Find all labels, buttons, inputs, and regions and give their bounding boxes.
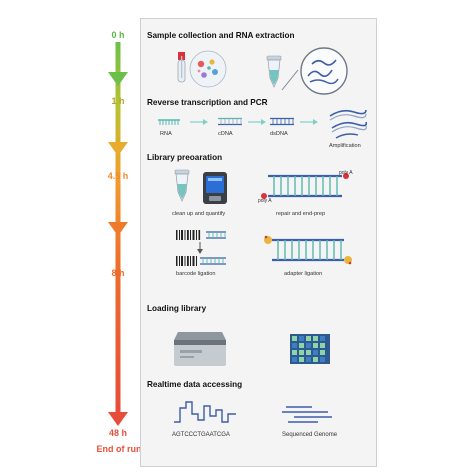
caption-dsdna: dsDNA [270, 131, 288, 137]
section-title-realtime: Realtime data accessing [147, 380, 243, 389]
section-title-rt-pcr: Reverse transcription and PCR [147, 98, 268, 107]
barcode-dna-icon [206, 231, 226, 239]
time-end-of-run: End of run [96, 444, 142, 454]
caption-rna: RNA [160, 131, 172, 137]
tube-cleanup-icon [174, 169, 190, 202]
swab-tube-icon [177, 52, 186, 83]
rna-strand-icon [158, 119, 180, 125]
time-8h: 8 h [111, 268, 125, 278]
time-0h: 0 h [111, 30, 125, 40]
workflow-panel [140, 18, 377, 467]
caption-adapter-ligation: adapter ligation [284, 271, 323, 277]
section-title-loading: Loading library [147, 304, 207, 313]
arrow-cdna-dsdna-icon [248, 119, 266, 125]
repair-dna-ladder-icon [261, 173, 349, 199]
dsdna-strand-icon [270, 117, 294, 126]
sequencer-device-icon [174, 332, 226, 366]
time-1h: 1 h [111, 96, 125, 106]
nanopore-signal-icon [174, 401, 236, 423]
timeline-head-1 [108, 72, 128, 86]
caption-cleanup: clean up and quantify [172, 211, 226, 217]
qubit-device-icon [203, 172, 227, 204]
cdna-strand-icon [218, 117, 242, 126]
arrow-down-icon [197, 242, 203, 254]
barcoded-dna-icon [176, 256, 226, 266]
time-4-5h: 4.5 h [107, 171, 129, 181]
amplified-dna-icon [329, 109, 368, 139]
petri-dish-icon [189, 50, 227, 88]
section-title-sample: Sample collection and RNA extraction [147, 31, 295, 40]
caption-barcode-ligation: barcode ligation [176, 271, 216, 277]
arrow-dsdna-amplification-icon [300, 119, 318, 125]
flow-cell-grid-icon [290, 334, 330, 364]
caption-repair: repair and end-prep [276, 211, 326, 217]
caption-polya-left: poly A [258, 198, 272, 204]
magnifier-rna-icon [281, 47, 348, 95]
section-title-library: Library preoaration [147, 153, 223, 162]
timeline-head-4 [108, 412, 128, 426]
arrow-rna-cdna-icon [190, 119, 208, 125]
timeline-arrow [108, 42, 128, 426]
timeline-head-3 [108, 222, 128, 236]
timeline-head-2 [108, 142, 128, 156]
adapter-dna-ladder-icon [264, 235, 352, 265]
caption-cdna: cDNA [218, 131, 233, 137]
time-48h: 48 h [108, 428, 127, 438]
barcode-icon [176, 230, 201, 240]
caption-polya-top: poly A [339, 170, 353, 176]
caption-sequence: AGTCCCTGAATCGA [172, 432, 230, 438]
caption-amplification: Amplification [329, 143, 361, 149]
microcentrifuge-tube-icon [266, 55, 282, 88]
caption-sequenced-genome: Sequenced Genome [282, 432, 338, 438]
sequenced-genome-reads-icon [282, 406, 332, 423]
